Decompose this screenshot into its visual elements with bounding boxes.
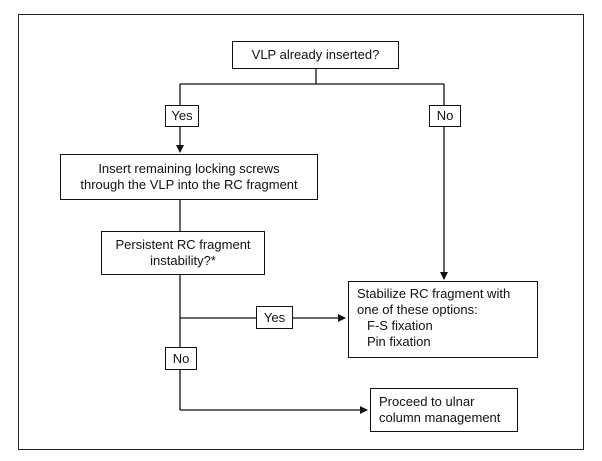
- diagram-frame: [18, 14, 584, 450]
- start-question-text: VLP already inserted?: [251, 47, 380, 62]
- no-label-2-text: No: [172, 350, 190, 366]
- no-label-1-text: No: [436, 108, 454, 123]
- proceed-line-1: Proceed to ulnar: [379, 394, 475, 409]
- stabilize-option-fs: F-S fixation: [367, 318, 433, 333]
- persistent-question-line-1: Persistent RC fragment: [115, 237, 251, 252]
- yes-label-2: Yes: [256, 306, 293, 329]
- no-label-1: No: [429, 105, 461, 127]
- start-question-box: VLP already inserted?: [232, 41, 399, 69]
- yes-label-1-text: Yes: [171, 108, 193, 123]
- stabilize-line-2: one of these options:: [357, 302, 478, 317]
- yes-label-1: Yes: [165, 105, 199, 127]
- persistent-question-box: Persistent RC fragment instability?*: [101, 231, 265, 275]
- proceed-line-2: column management: [379, 410, 501, 425]
- no-label-2: No: [165, 347, 197, 370]
- insert-screws-box: Insert remaining locking screws through …: [60, 154, 318, 200]
- stabilize-line-1: Stabilize RC fragment with: [357, 286, 511, 301]
- insert-screws-line-2: through the VLP into the RC fragment: [80, 177, 298, 192]
- persistent-question-line-2: instability?*: [150, 253, 216, 268]
- yes-label-2-text: Yes: [263, 309, 286, 325]
- proceed-box: Proceed to ulnar column management: [370, 388, 518, 432]
- stabilize-box: Stabilize RC fragment with one of these …: [348, 281, 538, 358]
- stabilize-option-pin: Pin fixation: [367, 334, 431, 349]
- insert-screws-line-1: Insert remaining locking screws: [98, 161, 280, 176]
